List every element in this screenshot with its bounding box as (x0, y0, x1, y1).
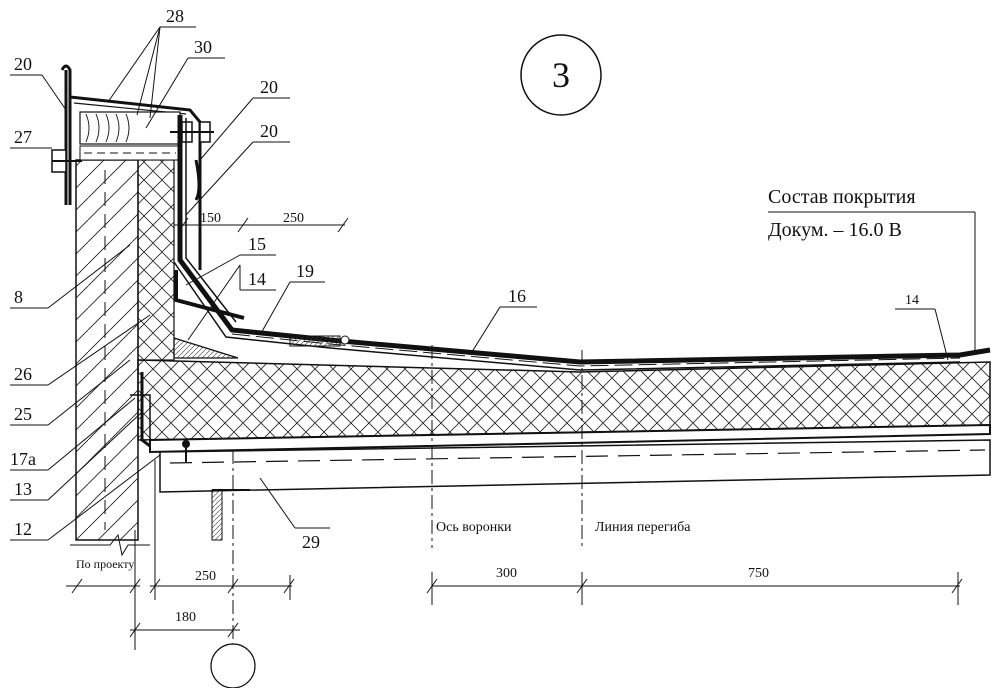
callout-16: 16 (508, 286, 526, 306)
coating-doc: Докум. – 16.0 В (768, 219, 902, 241)
insulation (137, 359, 991, 441)
dim-180: 180 (175, 610, 196, 625)
coating-title: Состав покрытия (768, 186, 916, 208)
callout-19: 19 (296, 261, 314, 281)
by-project-label: По проекту (76, 557, 134, 571)
parapet-cap (51, 64, 214, 270)
detail-number-circle (520, 34, 602, 116)
wall (75, 159, 175, 541)
dim-250-top: 250 (283, 211, 304, 226)
callout-26: 26 (14, 364, 32, 384)
funnel-axis-label: Ось воронки (436, 520, 512, 535)
callout-20-right: 20 (260, 121, 278, 141)
bolt-left-icon (51, 149, 82, 173)
dim-250-bottom: 250 (195, 569, 216, 584)
callout-30: 30 (194, 37, 212, 57)
callout-17a: 17а (10, 449, 36, 469)
callout-29: 29 (302, 532, 320, 552)
callout-25: 25 (14, 404, 32, 424)
callout-14: 14 (248, 269, 266, 289)
dim-750: 750 (748, 566, 769, 581)
callout-8: 8 (14, 287, 23, 307)
callout-12: 12 (14, 519, 32, 539)
callout-13: 13 (14, 479, 32, 499)
callout-28: 28 (166, 6, 184, 26)
callout-leaders (10, 26, 949, 541)
callout-27: 27 (14, 127, 32, 147)
membrane-upturn (173, 115, 991, 371)
deck-slab (130, 372, 991, 541)
bend-line-label: Линия перегиба (595, 520, 691, 535)
axis-marker-circle (210, 643, 256, 688)
dim-150: 150 (200, 211, 221, 226)
callout-15: 15 (248, 234, 266, 254)
detail-number: 3 (552, 55, 570, 95)
dimension-lines (66, 217, 963, 638)
callout-20-right-top: 20 (260, 77, 278, 97)
callout-20-left: 20 (14, 54, 32, 74)
dim-300: 300 (496, 566, 517, 581)
callout-14-right: 14 (905, 293, 919, 308)
